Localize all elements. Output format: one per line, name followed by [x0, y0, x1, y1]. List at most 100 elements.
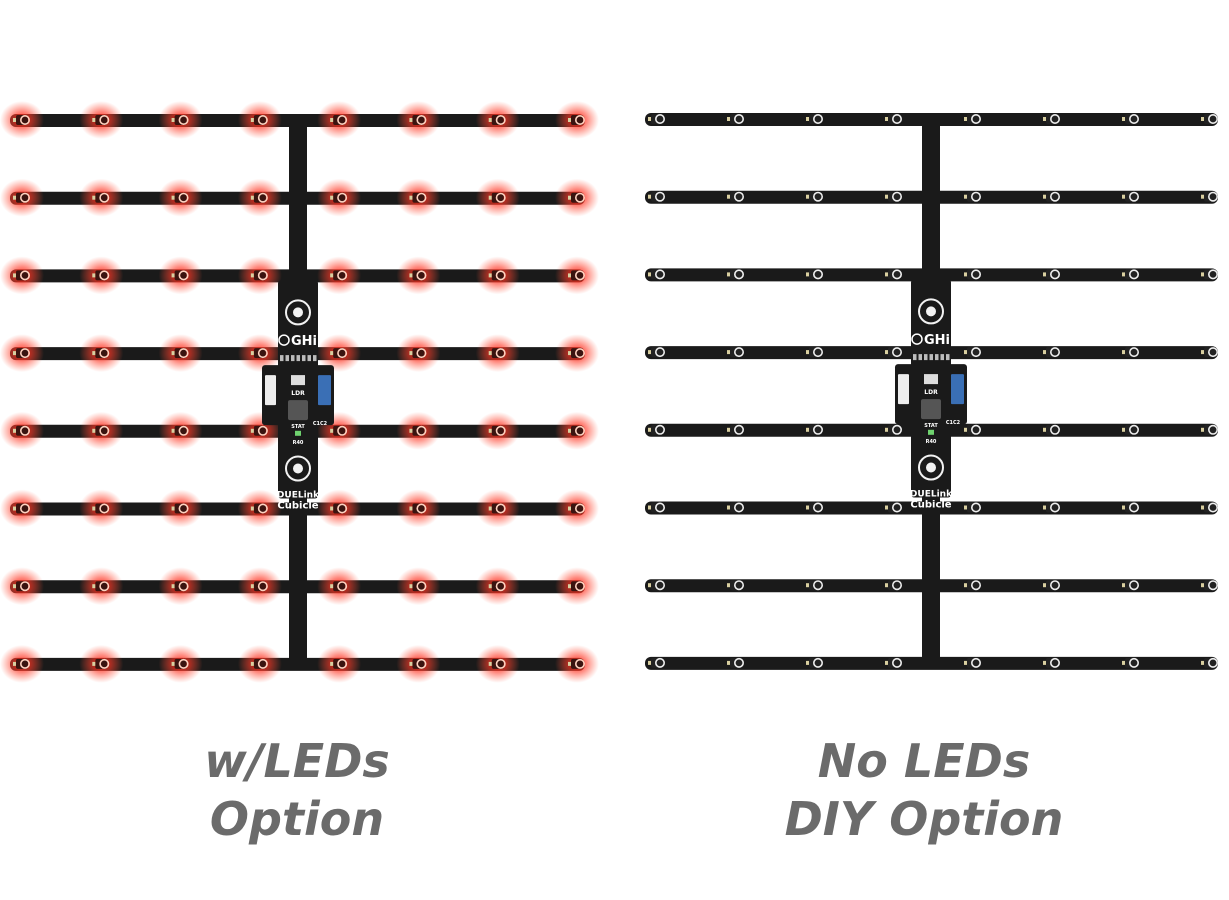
led-ring: [19, 503, 30, 514]
led-ring: [812, 114, 823, 125]
led-chip: [491, 192, 504, 203]
led-strip: [10, 269, 585, 283]
led-ring: [178, 270, 189, 281]
led-pad: [171, 118, 175, 122]
led-pad: [409, 506, 413, 511]
led-chip: [967, 424, 979, 435]
led-chip: [412, 425, 425, 436]
led-ring: [891, 347, 902, 358]
led-ring: [1129, 114, 1140, 125]
led-chip: [571, 581, 583, 592]
led-chip: [412, 192, 425, 203]
led-pad: [648, 350, 651, 355]
led-chip: [174, 503, 187, 514]
mount-hole: [918, 298, 944, 325]
led-pad: [727, 117, 730, 121]
led-chip: [651, 580, 663, 591]
led-chip: [95, 270, 108, 281]
led-pad: [13, 661, 16, 666]
logo-icon: [911, 333, 923, 345]
led-chip: [412, 115, 425, 125]
led-ring: [574, 581, 585, 592]
silkscreen-mark: [285, 355, 289, 362]
led-chip: [333, 270, 346, 281]
led-pad: [806, 194, 809, 199]
silkscreen-mark: [924, 354, 928, 361]
led-ring: [654, 191, 665, 202]
led-pad: [568, 195, 571, 200]
led-chip: [253, 348, 266, 359]
silkscreen-mark: [296, 355, 300, 362]
led-pad: [1201, 505, 1204, 510]
led-pad: [885, 505, 888, 510]
led-pad: [1043, 272, 1046, 277]
led-chip: [253, 658, 266, 669]
led-chip: [253, 503, 266, 514]
led-ring: [495, 503, 506, 514]
led-ring: [178, 581, 189, 592]
led-ring: [99, 503, 110, 514]
led-ring: [495, 192, 506, 203]
led-chip: [651, 502, 663, 513]
led-ring: [1129, 191, 1140, 202]
led-chip: [888, 502, 900, 513]
led-pad: [806, 350, 809, 355]
logo-icon: [278, 334, 290, 346]
led-ring: [416, 115, 427, 126]
led-pad: [727, 660, 730, 665]
led-chip: [1204, 580, 1216, 591]
led-pad: [568, 506, 571, 511]
led-chip: [571, 348, 583, 359]
c1c2-label: C1C2: [946, 420, 961, 426]
led-chip: [412, 581, 425, 592]
led-ring: [257, 425, 268, 436]
led-chip: [967, 502, 979, 513]
led-ring: [574, 503, 585, 514]
led-pad: [250, 506, 254, 511]
board-name: Cubicle: [277, 501, 318, 512]
led-chip: [491, 658, 504, 669]
led-pad: [92, 584, 96, 589]
silkscreen-mark: [940, 354, 944, 361]
led-pad: [964, 272, 967, 277]
led-pad: [648, 117, 651, 121]
led-ring: [178, 192, 189, 203]
led-chip: [651, 657, 663, 668]
led-pad: [171, 584, 175, 589]
led-ring: [99, 425, 110, 436]
led-chip: [95, 115, 108, 125]
led-ring: [1050, 502, 1061, 513]
led-pad: [964, 583, 967, 588]
led-pad: [409, 351, 413, 356]
led-pad: [330, 506, 334, 511]
ldr-label: LDR: [924, 389, 938, 396]
led-ring: [891, 269, 902, 280]
led-ring: [178, 658, 189, 669]
brand-label: DUELink: [277, 491, 320, 501]
led-strip: [10, 580, 585, 594]
led-chip: [412, 658, 425, 669]
led-pad: [727, 505, 730, 510]
led-ring: [970, 580, 981, 591]
led-ring: [337, 115, 348, 126]
led-pad: [250, 661, 254, 666]
led-pad: [1122, 272, 1125, 277]
led-ring: [337, 658, 348, 669]
led-chip: [888, 114, 900, 124]
led-chip: [651, 269, 663, 280]
led-ring: [891, 657, 902, 668]
led-chip: [1125, 347, 1137, 358]
led-chip: [16, 425, 28, 436]
led-chip: [16, 192, 28, 203]
led-chip: [1046, 424, 1058, 435]
led-chip: [491, 270, 504, 281]
led-pad: [250, 195, 254, 200]
led-chip: [1204, 347, 1216, 358]
led-ring: [654, 657, 665, 668]
led-pad: [488, 273, 492, 278]
led-ring: [1208, 580, 1219, 591]
status-led: [928, 429, 934, 435]
led-chip: [571, 503, 583, 514]
